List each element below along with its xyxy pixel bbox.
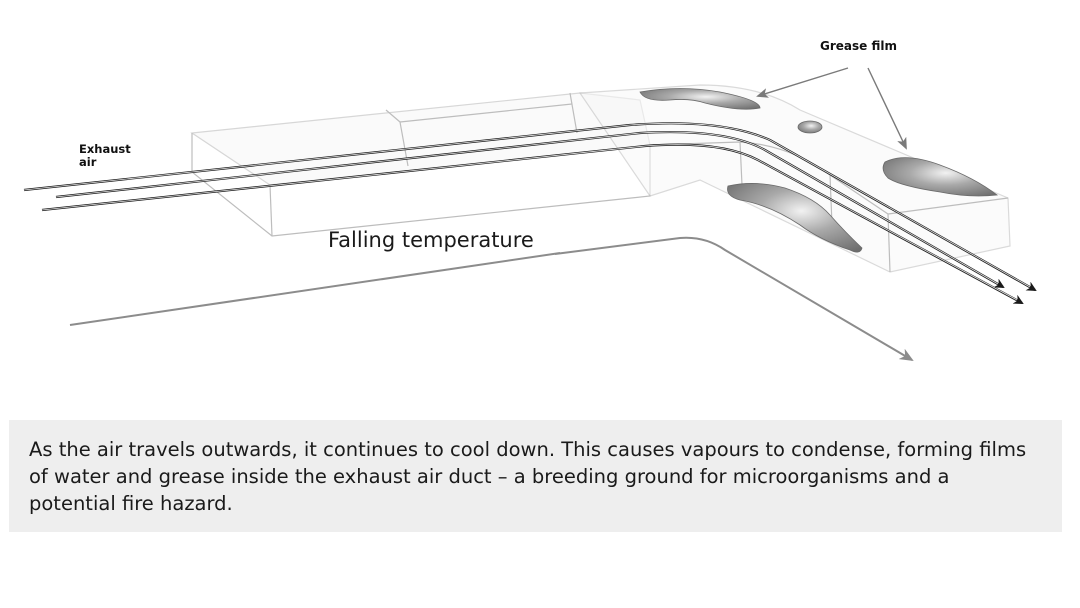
grease-blobs xyxy=(639,88,999,253)
caption-text: As the air travels outwards, it continue… xyxy=(29,438,1027,515)
exhaust-air-text: Exhaust air xyxy=(79,142,131,169)
diagram-area: Grease film Exhaust air Falling temperat… xyxy=(23,39,1037,400)
caption-panel: As the air travels outwards, it continue… xyxy=(9,420,1062,532)
grease-pointer-right xyxy=(867,67,907,150)
exhaust-air-label: Exhaust air xyxy=(79,143,149,169)
grease-film-label: Grease film xyxy=(820,39,897,53)
temperature-arrow xyxy=(69,236,912,360)
grease-blob-top xyxy=(639,88,761,110)
grease-blob-bottom xyxy=(727,183,863,253)
falling-temperature-label: Falling temperature xyxy=(328,228,534,252)
grease-blob-small xyxy=(797,120,823,134)
duct-diagram xyxy=(23,67,1037,400)
duct-straight-section xyxy=(190,92,651,237)
grease-pointer-arrows xyxy=(756,67,907,150)
grease-blob-right xyxy=(882,157,999,197)
grease-pointer-left xyxy=(756,67,849,98)
